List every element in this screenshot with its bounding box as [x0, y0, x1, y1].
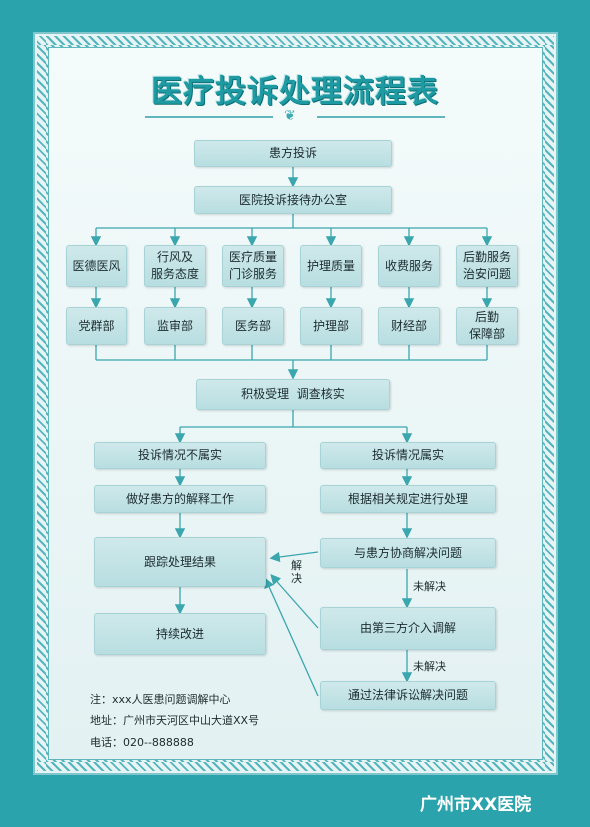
- footer-hospital-name: 广州市XX医院: [420, 795, 532, 815]
- label-resolved: 解 决: [291, 559, 302, 585]
- box-department-5: 财经部: [378, 307, 440, 345]
- box-category-5: 收费服务: [378, 245, 440, 287]
- box-negotiate: 与患方协商解决问题: [320, 538, 496, 568]
- box-category-2: 行风及 服务态度: [144, 245, 206, 287]
- title-divider-right: [317, 116, 445, 118]
- contact-address: 地址：广州市天河区中山大道XX号: [90, 714, 260, 727]
- box-complaint-not-true: 投诉情况不属实: [94, 442, 266, 469]
- box-accept-investigate: 积极受理 调查核实: [196, 379, 390, 410]
- box-patient-complaint: 患方投诉: [194, 140, 392, 167]
- box-category-1: 医德医风: [66, 245, 127, 287]
- title-divider-left: [145, 116, 273, 118]
- label-unresolved-1: 未解决: [413, 580, 446, 593]
- contact-phone: 电话：020--888888: [90, 736, 194, 749]
- box-department-3: 医务部: [222, 307, 284, 345]
- page-title: 医疗投诉处理流程表: [151, 74, 439, 110]
- box-department-1: 党群部: [66, 307, 127, 345]
- label-unresolved-2: 未解决: [413, 660, 446, 673]
- box-category-6: 后勤服务 治安问题: [456, 245, 518, 287]
- box-department-6: 后勤 保障部: [456, 307, 518, 345]
- box-reception-office: 医院投诉接待办公室: [194, 186, 392, 214]
- box-third-party-mediation: 由第三方介入调解: [320, 607, 496, 650]
- box-explain-to-patient: 做好患方的解释工作: [94, 485, 266, 513]
- box-category-4: 护理质量: [300, 245, 362, 287]
- ornament-icon: ❦: [284, 108, 296, 124]
- contact-note: 注：xxx人医患问题调解中心: [90, 693, 231, 706]
- box-handle-by-rules: 根据相关规定进行处理: [320, 485, 496, 513]
- box-category-3: 医疗质量 门诊服务: [222, 245, 284, 287]
- box-department-4: 护理部: [300, 307, 362, 345]
- box-legal-action: 通过法律诉讼解决问题: [320, 681, 496, 710]
- box-continuous-improvement: 持续改进: [94, 613, 266, 655]
- box-department-2: 监审部: [144, 307, 206, 345]
- box-complaint-true: 投诉情况属实: [320, 442, 496, 469]
- box-track-result: 跟踪处理结果: [94, 537, 266, 587]
